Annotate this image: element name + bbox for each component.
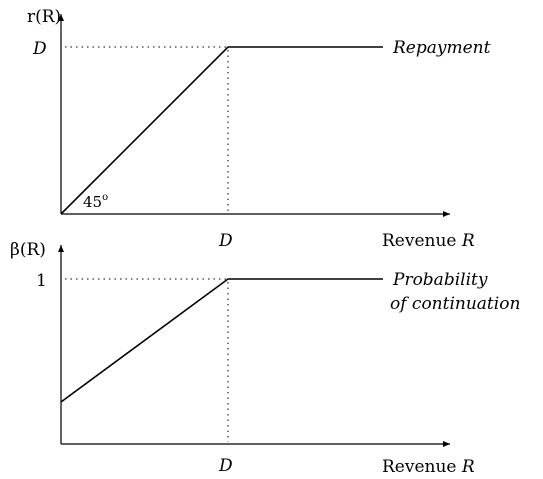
bottom-y-axis-label: β(R): [10, 240, 46, 260]
bottom-d-tick-label: D: [218, 456, 233, 476]
repayment-label: Repayment: [392, 38, 491, 58]
angle-value: 45: [83, 193, 102, 211]
top-d-tick-label: D: [218, 231, 233, 251]
bottom-panel: β(R) 1 D Revenue R Probability of contin…: [10, 240, 520, 477]
top-x-axis-label: Revenue R: [382, 231, 475, 251]
continuation-label-line1: Probability: [392, 270, 488, 290]
continuation-probability-curve: [60, 278, 383, 403]
top-d-level-label: D: [32, 39, 47, 59]
continuation-label-line2: of continuation: [390, 294, 520, 314]
top-x-axis-word: Revenue: [382, 231, 456, 251]
bottom-x-axis-label: Revenue R: [382, 457, 475, 477]
top-panel: r(R) D 45o D Revenue R Repayment: [27, 7, 491, 251]
angle-label: 45o: [83, 192, 108, 211]
bottom-x-axis-word: Revenue: [382, 457, 456, 477]
bottom-one-level-label: 1: [36, 271, 47, 291]
repayment-curve: [60, 46, 383, 215]
bottom-x-axis-symbol: R: [461, 457, 475, 477]
angle-degree-mark: o: [102, 192, 108, 203]
top-x-axis-symbol: R: [461, 231, 475, 251]
top-y-axis-label: r(R): [27, 7, 61, 27]
